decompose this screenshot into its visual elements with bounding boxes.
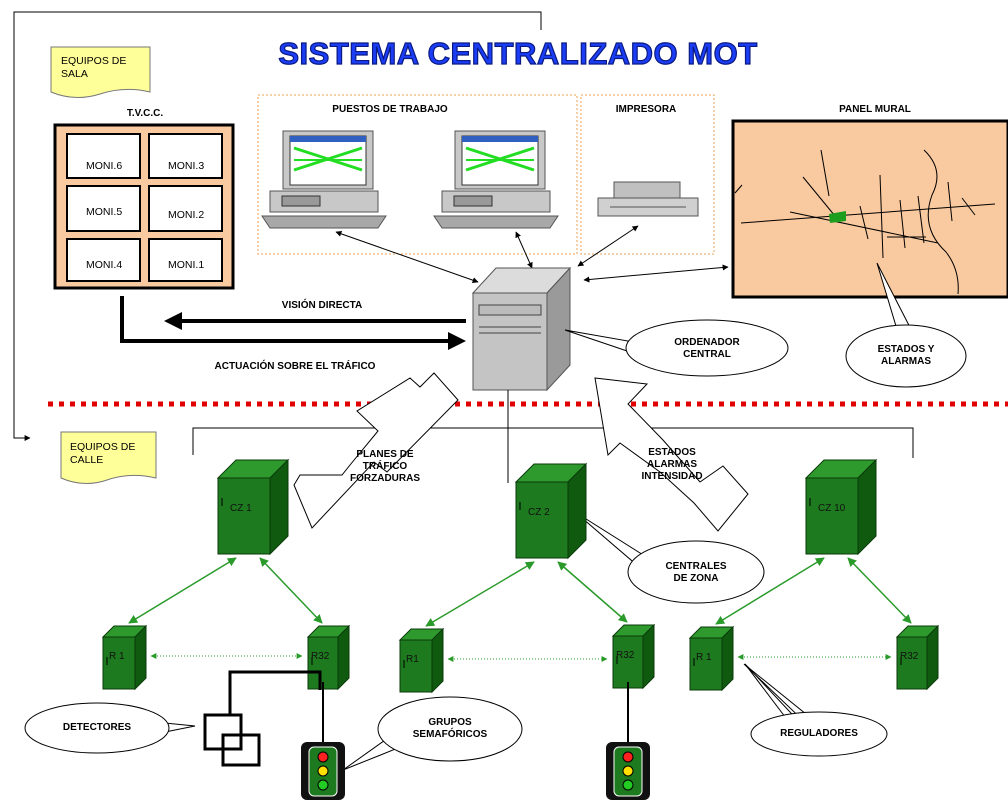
monitor-6	[66, 133, 141, 179]
monitor-3-label: MONI.3	[168, 160, 205, 172]
zone-cabinet-label-2: CZ 2	[528, 507, 550, 518]
zone-link-left-2	[425, 561, 535, 627]
printer-title: IMPRESORA	[615, 104, 677, 115]
callout-tail-ordenador	[564, 329, 631, 353]
central-computer	[471, 266, 572, 392]
panel-mural-map	[731, 119, 1008, 299]
planes-label: PLANES DE TRÁFICO FORZADURAS	[350, 449, 420, 484]
monitor-3	[148, 133, 223, 179]
zone-link-left-3	[715, 557, 825, 625]
callout-detectores	[24, 702, 170, 754]
note-equipos-calle-text: EQUIPOS DE CALLE	[70, 441, 136, 466]
workstation-computer-1	[261, 130, 387, 229]
regulator-right-2	[611, 623, 656, 690]
regulator-right-label-3: R32	[900, 651, 919, 662]
diagram-title: SISTEMA CENTRALIZADO MOT	[278, 35, 758, 71]
workstations-title: PUESTOS DE TRABAJO	[332, 104, 448, 115]
printer-device	[597, 181, 699, 217]
monitor-1	[148, 238, 223, 282]
estados-arrow	[594, 377, 749, 532]
detectores-label: DETECTORES	[62, 722, 132, 733]
tvcc-title: T.V.C.C.	[126, 108, 164, 119]
monitor-4-label: MONI.4	[86, 259, 123, 271]
monitor-2	[148, 185, 223, 232]
note-equipos-sala	[50, 46, 151, 98]
regulator-right-1	[306, 624, 351, 691]
link-ws1-central	[335, 230, 479, 284]
monitor-5-label: MONI.5	[86, 206, 123, 218]
monitor-6-label: MONI.6	[86, 160, 123, 172]
zone-link-left-1	[128, 557, 237, 624]
monitor-4	[66, 238, 141, 282]
callout-estados	[845, 324, 967, 388]
monitor-2-label: MONI.2	[168, 209, 205, 221]
grupos-label: GRUPOS SEMAFÓRICOS	[412, 717, 488, 740]
workstation-computer-2	[433, 130, 559, 229]
tvcc-wall	[53, 123, 235, 290]
link-ws2-central	[515, 231, 533, 269]
zone-cabinet-3	[804, 458, 878, 556]
link-printer-central	[577, 225, 639, 267]
centrales-zona-label: CENTRALES DE ZONA	[665, 561, 727, 584]
callout-reguladores	[750, 711, 888, 757]
traffic-light-2	[606, 682, 650, 800]
regulator-left-1	[101, 624, 148, 691]
regulator-left-label-1: R 1	[109, 651, 125, 662]
regulator-left-label-2: R1	[406, 654, 419, 665]
regulator-right-label-1: R32	[311, 651, 330, 662]
zone-cabinet-2	[514, 462, 588, 560]
top-connector-line	[13, 11, 542, 441]
planes-arrow	[293, 372, 459, 529]
panel-title: PANEL MURAL	[839, 104, 911, 115]
callout-grupos	[377, 696, 523, 762]
regulator-left-3	[688, 625, 735, 692]
note-equipos-calle	[60, 431, 157, 484]
zone-cabinet-1	[216, 458, 290, 556]
note-equipos-sala-text: EQUIPOS DE SALA	[61, 55, 127, 80]
actuacion-label: ACTUACIÓN SOBRE EL TRÁFICO	[214, 361, 376, 372]
estados-flow-label: ESTADOS ALARMAS INTENSIDAD	[641, 447, 703, 482]
estados-alarmas-label: ESTADOS Y ALARMAS	[877, 344, 935, 367]
regulator-left-2	[398, 627, 445, 694]
actuacion-arrow	[120, 296, 452, 343]
zone-cabinet-label-3: CZ 10	[818, 503, 846, 514]
zone-link-right-3	[847, 557, 912, 624]
regulator-right-3	[895, 624, 940, 691]
regulator-right-label-2: R32	[616, 650, 635, 661]
zone-link-right-1	[259, 557, 323, 624]
central-bus	[192, 390, 914, 483]
zone-link-right-2	[557, 561, 628, 623]
link-panel-central	[583, 264, 729, 283]
zone-cabinet-label-1: CZ 1	[230, 503, 252, 514]
reguladores-label: REGULADORES	[780, 728, 858, 739]
ordenador-central-label: ORDENADOR CENTRAL	[674, 337, 740, 360]
callout-ordenador-central	[625, 319, 789, 377]
printer-frame	[580, 94, 715, 255]
traffic-light-1	[301, 682, 345, 800]
monitor-1-label: MONI.1	[168, 259, 205, 271]
detector-symbol	[203, 670, 322, 767]
vision-directa-label: VISIÓN DIRECTA	[281, 300, 363, 311]
monitor-5	[66, 185, 141, 232]
regulator-left-label-3: R 1	[696, 652, 712, 663]
